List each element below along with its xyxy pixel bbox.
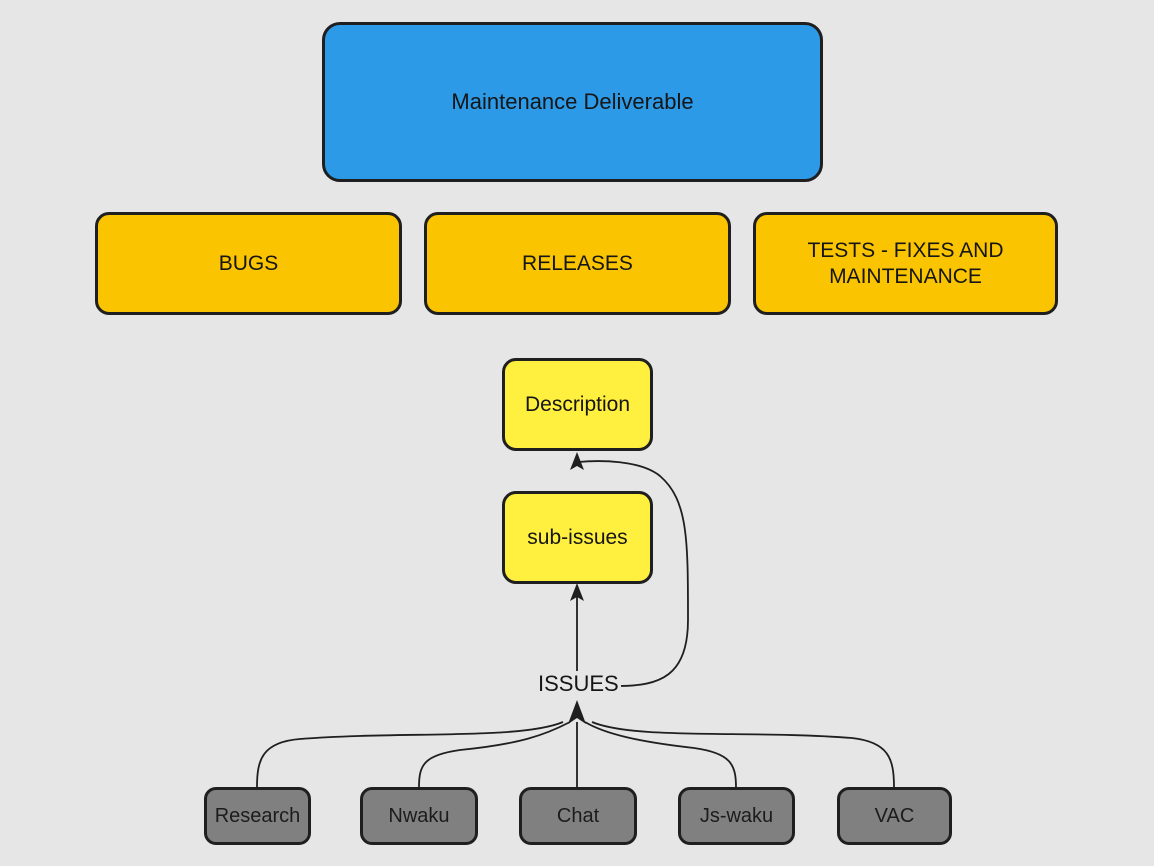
edge-nwaku-to-issues <box>418 721 571 788</box>
node-description-label: Description <box>524 392 631 416</box>
edge-label-issues: ISSUES <box>536 671 621 697</box>
node-bugs-label: BUGS <box>218 251 279 275</box>
arrowhead-subissues <box>570 583 584 601</box>
node-maintenance-deliverable[interactable]: Maintenance Deliverable <box>322 22 823 182</box>
node-research-label: Research <box>214 805 301 827</box>
node-nwaku-label: Nwaku <box>388 805 450 827</box>
node-js-waku[interactable]: Js-waku <box>678 787 795 845</box>
node-chat-label: Chat <box>556 805 600 827</box>
node-vac-label: VAC <box>874 805 915 827</box>
node-bugs[interactable]: BUGS <box>95 212 402 315</box>
node-tests-fixes-and-maintenance-label: TESTS - FIXES AND MAINTENANCE <box>807 239 1004 288</box>
edge-jswaku-to-issues <box>584 721 737 788</box>
edge-vac-to-issues <box>591 721 895 788</box>
node-releases-label: RELEASES <box>522 251 633 275</box>
node-js-waku-label: Js-waku <box>699 805 774 827</box>
node-description[interactable]: Description <box>502 358 653 451</box>
arrowhead-description <box>570 452 584 470</box>
edge-research-to-issues <box>256 721 564 788</box>
node-sub-issues-label: sub-issues <box>527 525 628 549</box>
node-sub-issues[interactable]: sub-issues <box>502 491 653 584</box>
node-chat[interactable]: Chat <box>519 787 637 845</box>
node-vac[interactable]: VAC <box>837 787 952 845</box>
arrowhead-issues <box>568 700 586 724</box>
node-nwaku[interactable]: Nwaku <box>360 787 478 845</box>
node-research[interactable]: Research <box>204 787 311 845</box>
node-tests-fixes-and-maintenance[interactable]: TESTS - FIXES AND MAINTENANCE <box>753 212 1058 315</box>
node-maintenance-deliverable-label: Maintenance Deliverable <box>451 88 694 114</box>
node-releases[interactable]: RELEASES <box>424 212 731 315</box>
